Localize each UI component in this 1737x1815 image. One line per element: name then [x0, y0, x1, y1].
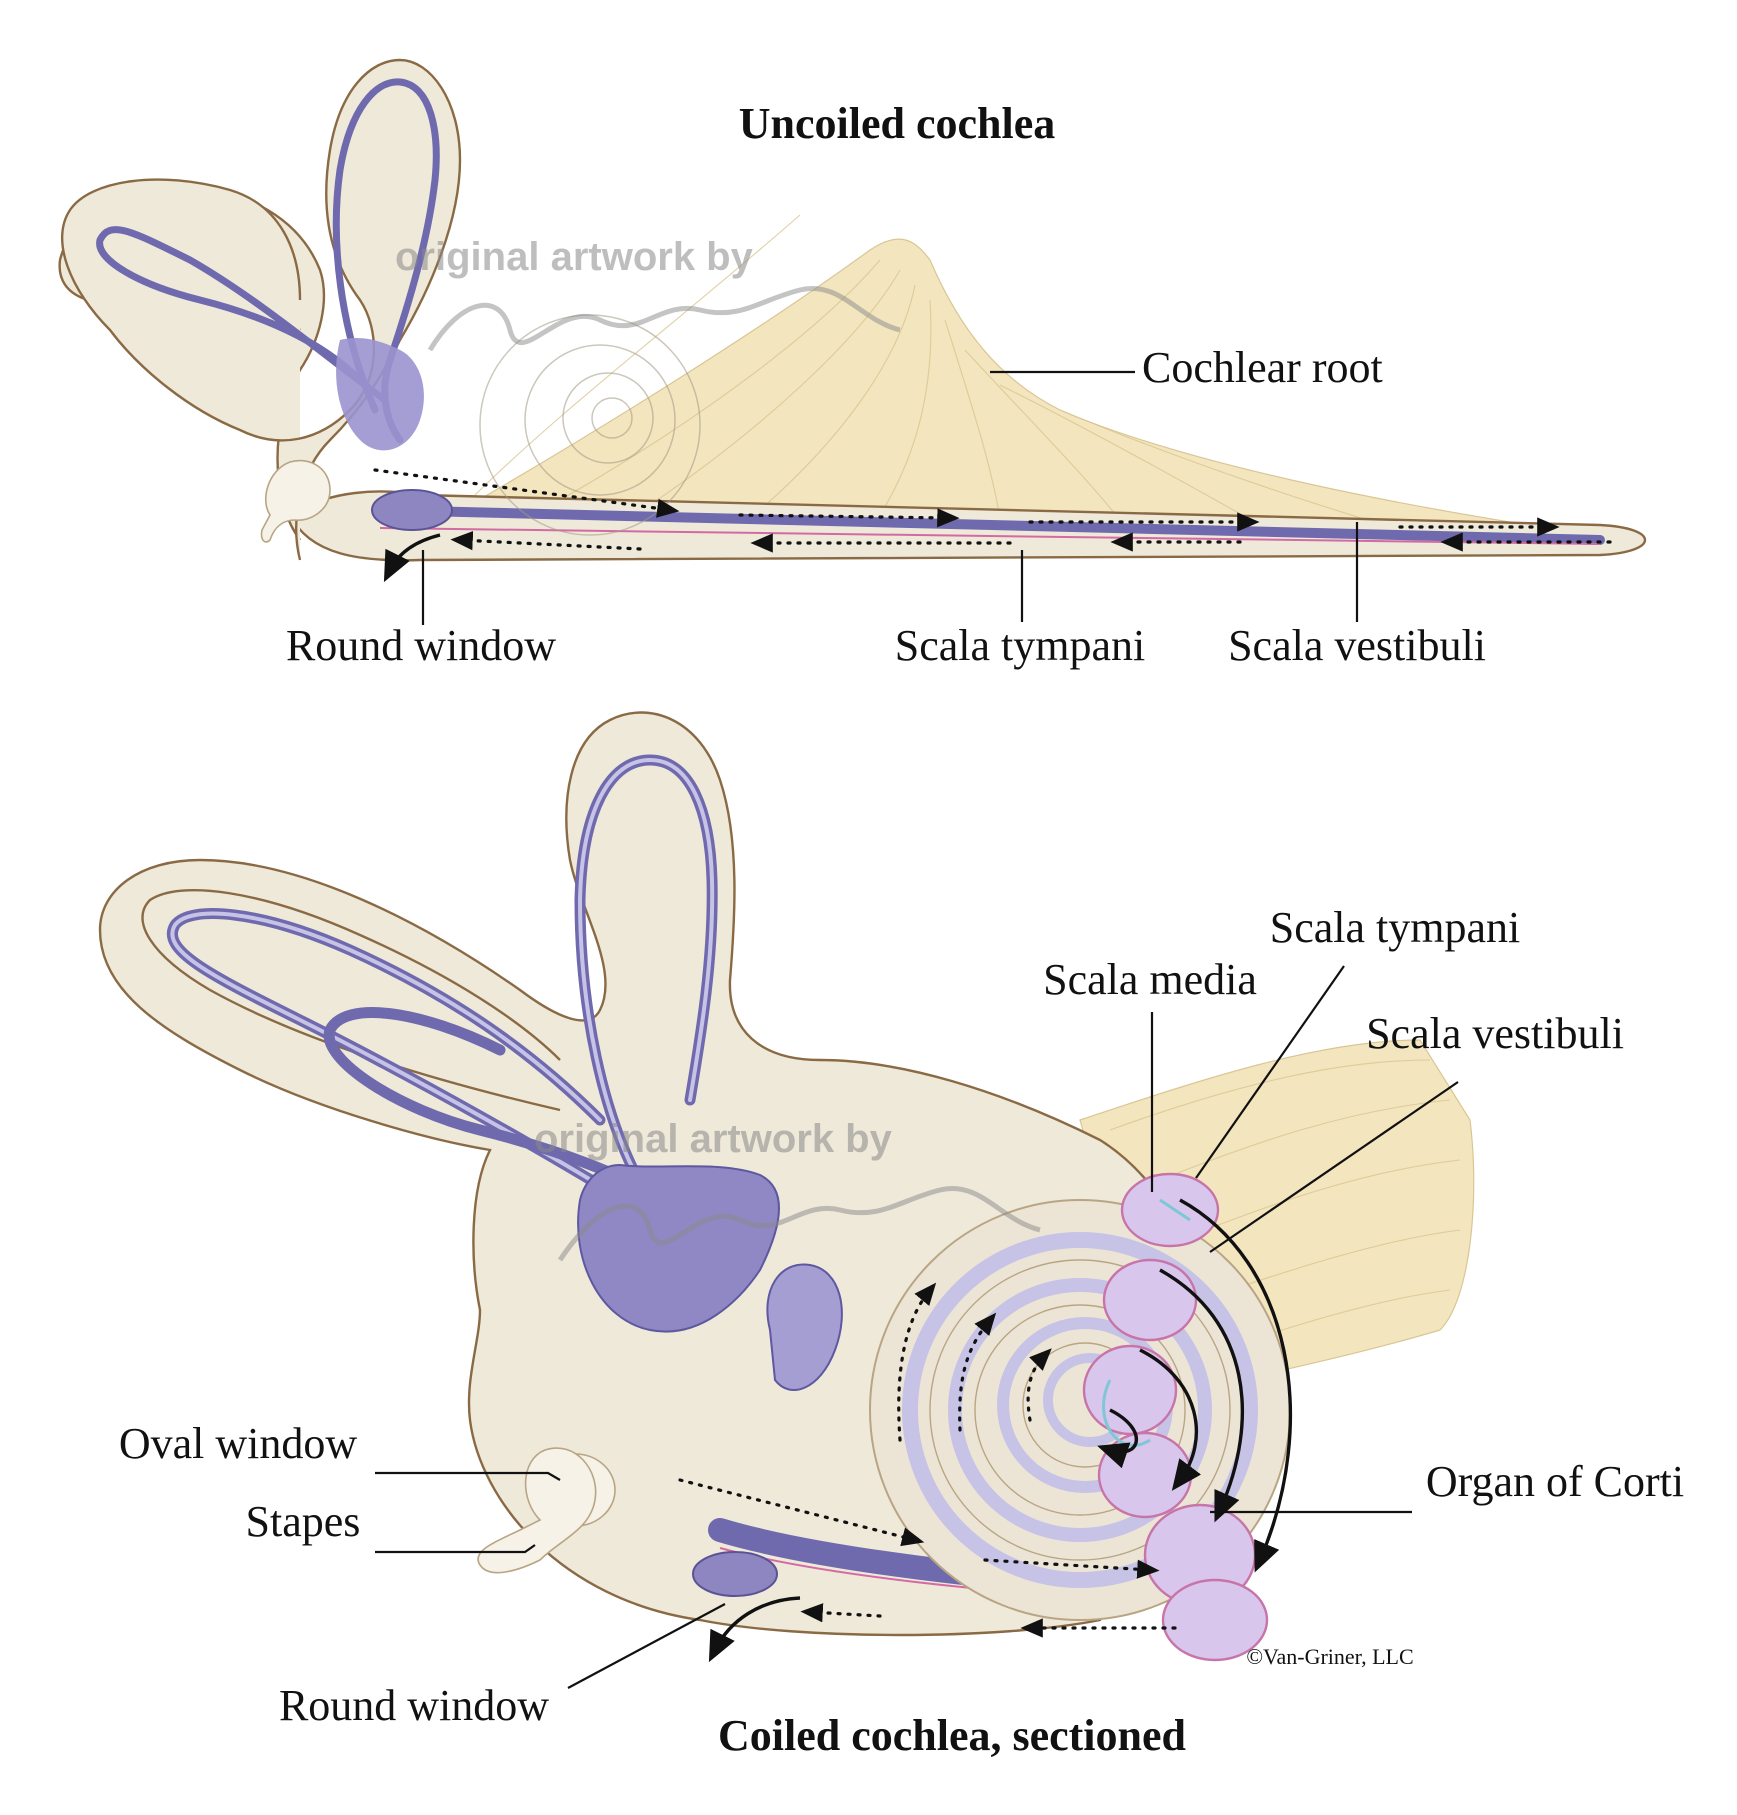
vestibuli-flow-1 — [373, 468, 680, 518]
coiled-cochlea-illustration — [98, 711, 1475, 1663]
round-window-bottom — [692, 1551, 778, 1597]
scala-tympani-bottom-label: Scala tympani — [1270, 903, 1521, 952]
stapes-bottom — [477, 1447, 597, 1574]
watermark-bottom: original artwork by — [534, 1117, 893, 1161]
coiled-cochlea-title: Coiled cochlea, sectioned — [718, 1711, 1186, 1760]
basilar-membrane-line — [379, 527, 1601, 545]
tympani-flow-4 — [450, 531, 642, 551]
cochlear-root-label: Cochlear root — [1142, 343, 1383, 392]
stapes-leader — [375, 1544, 536, 1554]
scala-media-label: Scala media — [1043, 955, 1257, 1004]
oval-window-leader — [375, 1471, 561, 1481]
coil-section-chambers — [1082, 1172, 1269, 1662]
coil-arrow-center — [1097, 1408, 1139, 1469]
cochlear-root-shape — [467, 238, 1561, 541]
coil-arrow-inner — [1139, 1348, 1202, 1491]
organ-of-corti-label: Organ of Corti — [1426, 1457, 1684, 1506]
vestibuli-flow-bottom-1 — [678, 1478, 925, 1547]
vestibule-sac-top — [336, 338, 424, 451]
round-window-bottom-leader — [567, 1603, 726, 1689]
scala-tympani-top-label: Scala tympani — [895, 621, 1146, 670]
round-window-bottom-label: Round window — [279, 1681, 549, 1730]
uncoiled-cochlea-title: Uncoiled cochlea — [739, 99, 1056, 148]
coil-flow-outer — [897, 1282, 937, 1442]
anterior-canal-duct-inner — [577, 757, 715, 1202]
round-window-arrow-top — [383, 533, 441, 583]
round-window-arrow-bottom — [708, 1596, 801, 1663]
round-window-top — [371, 489, 453, 531]
copyright-text: ©Van-Griner, LLC — [1246, 1644, 1413, 1669]
round-window-top-label: Round window — [286, 621, 556, 670]
watermark-signature-bottom — [557, 1185, 1041, 1262]
scala-tympani-bottom-leader — [1195, 965, 1345, 1179]
scala-vestibuli-top-label: Scala vestibuli — [1228, 621, 1486, 670]
uncoiled-cochlea-illustration — [58, 58, 1646, 583]
oval-window-label: Oval window — [119, 1419, 358, 1468]
stapes-label: Stapes — [246, 1497, 361, 1546]
uncoiled-scala-media-duct — [375, 505, 1605, 545]
coil-arrow-outer — [1179, 1198, 1293, 1573]
watermark-signature-top — [427, 285, 901, 352]
cochlear-root-fibers — [469, 214, 1401, 531]
watermark-top: original artwork by — [395, 235, 754, 279]
canal-duct-top-2 — [96, 226, 389, 404]
scala-vestibuli-bottom-leader — [1209, 1081, 1459, 1253]
tympani-flow-bottom-2 — [800, 1603, 882, 1623]
saccule-bottom — [766, 1263, 843, 1391]
stapes-top — [260, 459, 331, 543]
coil-flow-mid — [958, 1312, 997, 1432]
vestibuli-flow-bottom-2 — [983, 1558, 1160, 1579]
posterior-canal-duct-inner — [170, 911, 642, 1212]
scala-vestibuli-bottom-label: Scala vestibuli — [1366, 1009, 1624, 1058]
coil-arrow-mid — [1159, 1268, 1244, 1523]
